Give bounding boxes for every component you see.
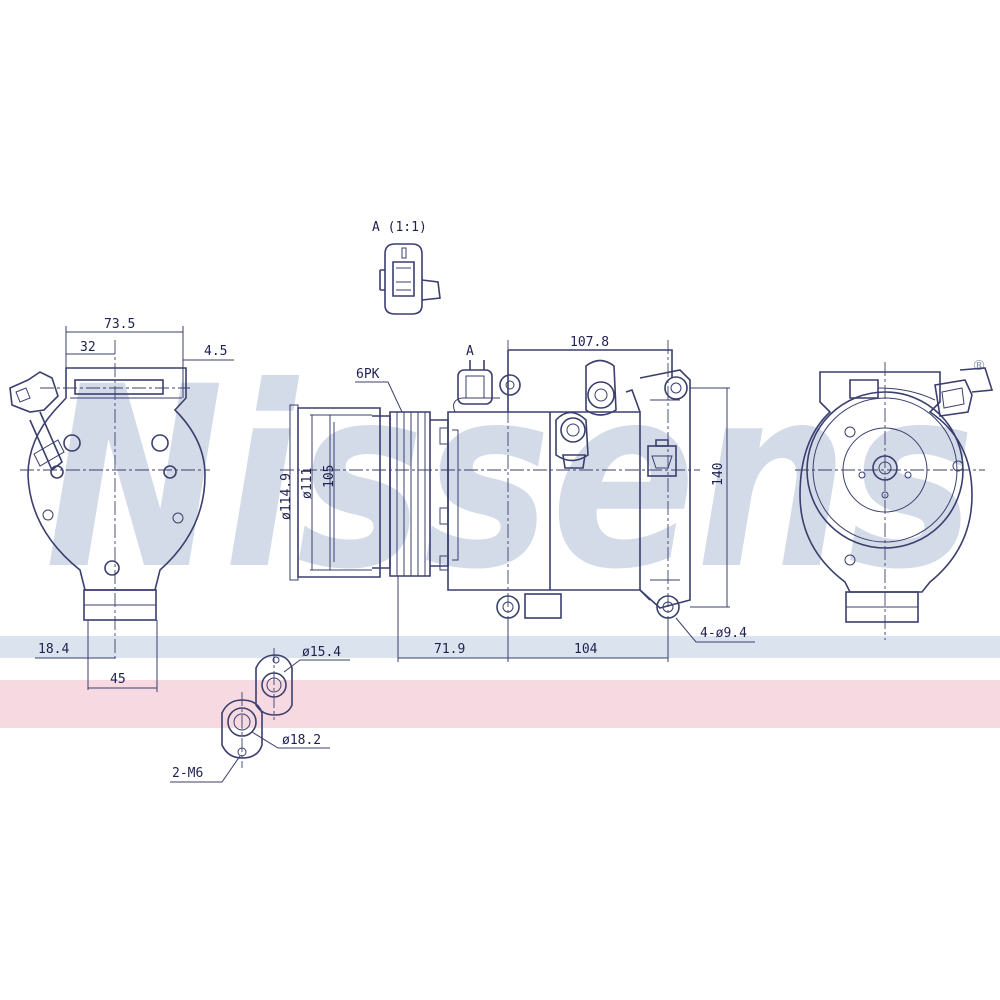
port-detail: ø15.4 ø18.2 2-M6 xyxy=(170,645,350,783)
dim-114-9: ø114.9 xyxy=(279,473,294,520)
registered-mark: ® xyxy=(972,358,986,374)
dim-71-9: 71.9 xyxy=(434,642,465,657)
watermark-pink-band xyxy=(0,680,1000,728)
thread-spec-2-m6: 2-M6 xyxy=(172,766,203,781)
dim-107-8: 107.8 xyxy=(570,335,609,350)
dim-73-5: 73.5 xyxy=(104,317,135,332)
dim-18-4: 18.4 xyxy=(38,642,69,657)
dim-104: 104 xyxy=(574,642,598,657)
detail-a-ref-marker: A xyxy=(466,344,474,359)
dim-111: ø111 xyxy=(300,468,315,499)
mount-holes-label: 4-ø9.4 xyxy=(700,626,747,641)
port-diameter-15-4: ø15.4 xyxy=(302,645,341,660)
dim-105: 105 xyxy=(322,465,337,488)
dim-140: 140 xyxy=(711,463,726,486)
watermark-logo-text: Nissens xyxy=(45,333,975,624)
dim-45: 45 xyxy=(110,672,126,687)
detail-a-label: A (1:1) xyxy=(372,220,427,235)
dim-32: 32 xyxy=(80,340,96,355)
detail-a-connector: A (1:1) xyxy=(372,220,441,315)
left-end-view: 73.5 32 4.5 18.4 45 xyxy=(9,317,234,692)
port-diameter-18-2: ø18.2 xyxy=(282,733,321,748)
watermark-blue-band xyxy=(0,636,1000,658)
belt-type-6pk: 6PK xyxy=(356,367,380,382)
right-end-view xyxy=(795,362,994,640)
main-side-view: A 107.8 140 ø114.9 ø111 105 6PK 71.9 104… xyxy=(279,335,755,662)
dim-4-5: 4.5 xyxy=(204,344,227,359)
